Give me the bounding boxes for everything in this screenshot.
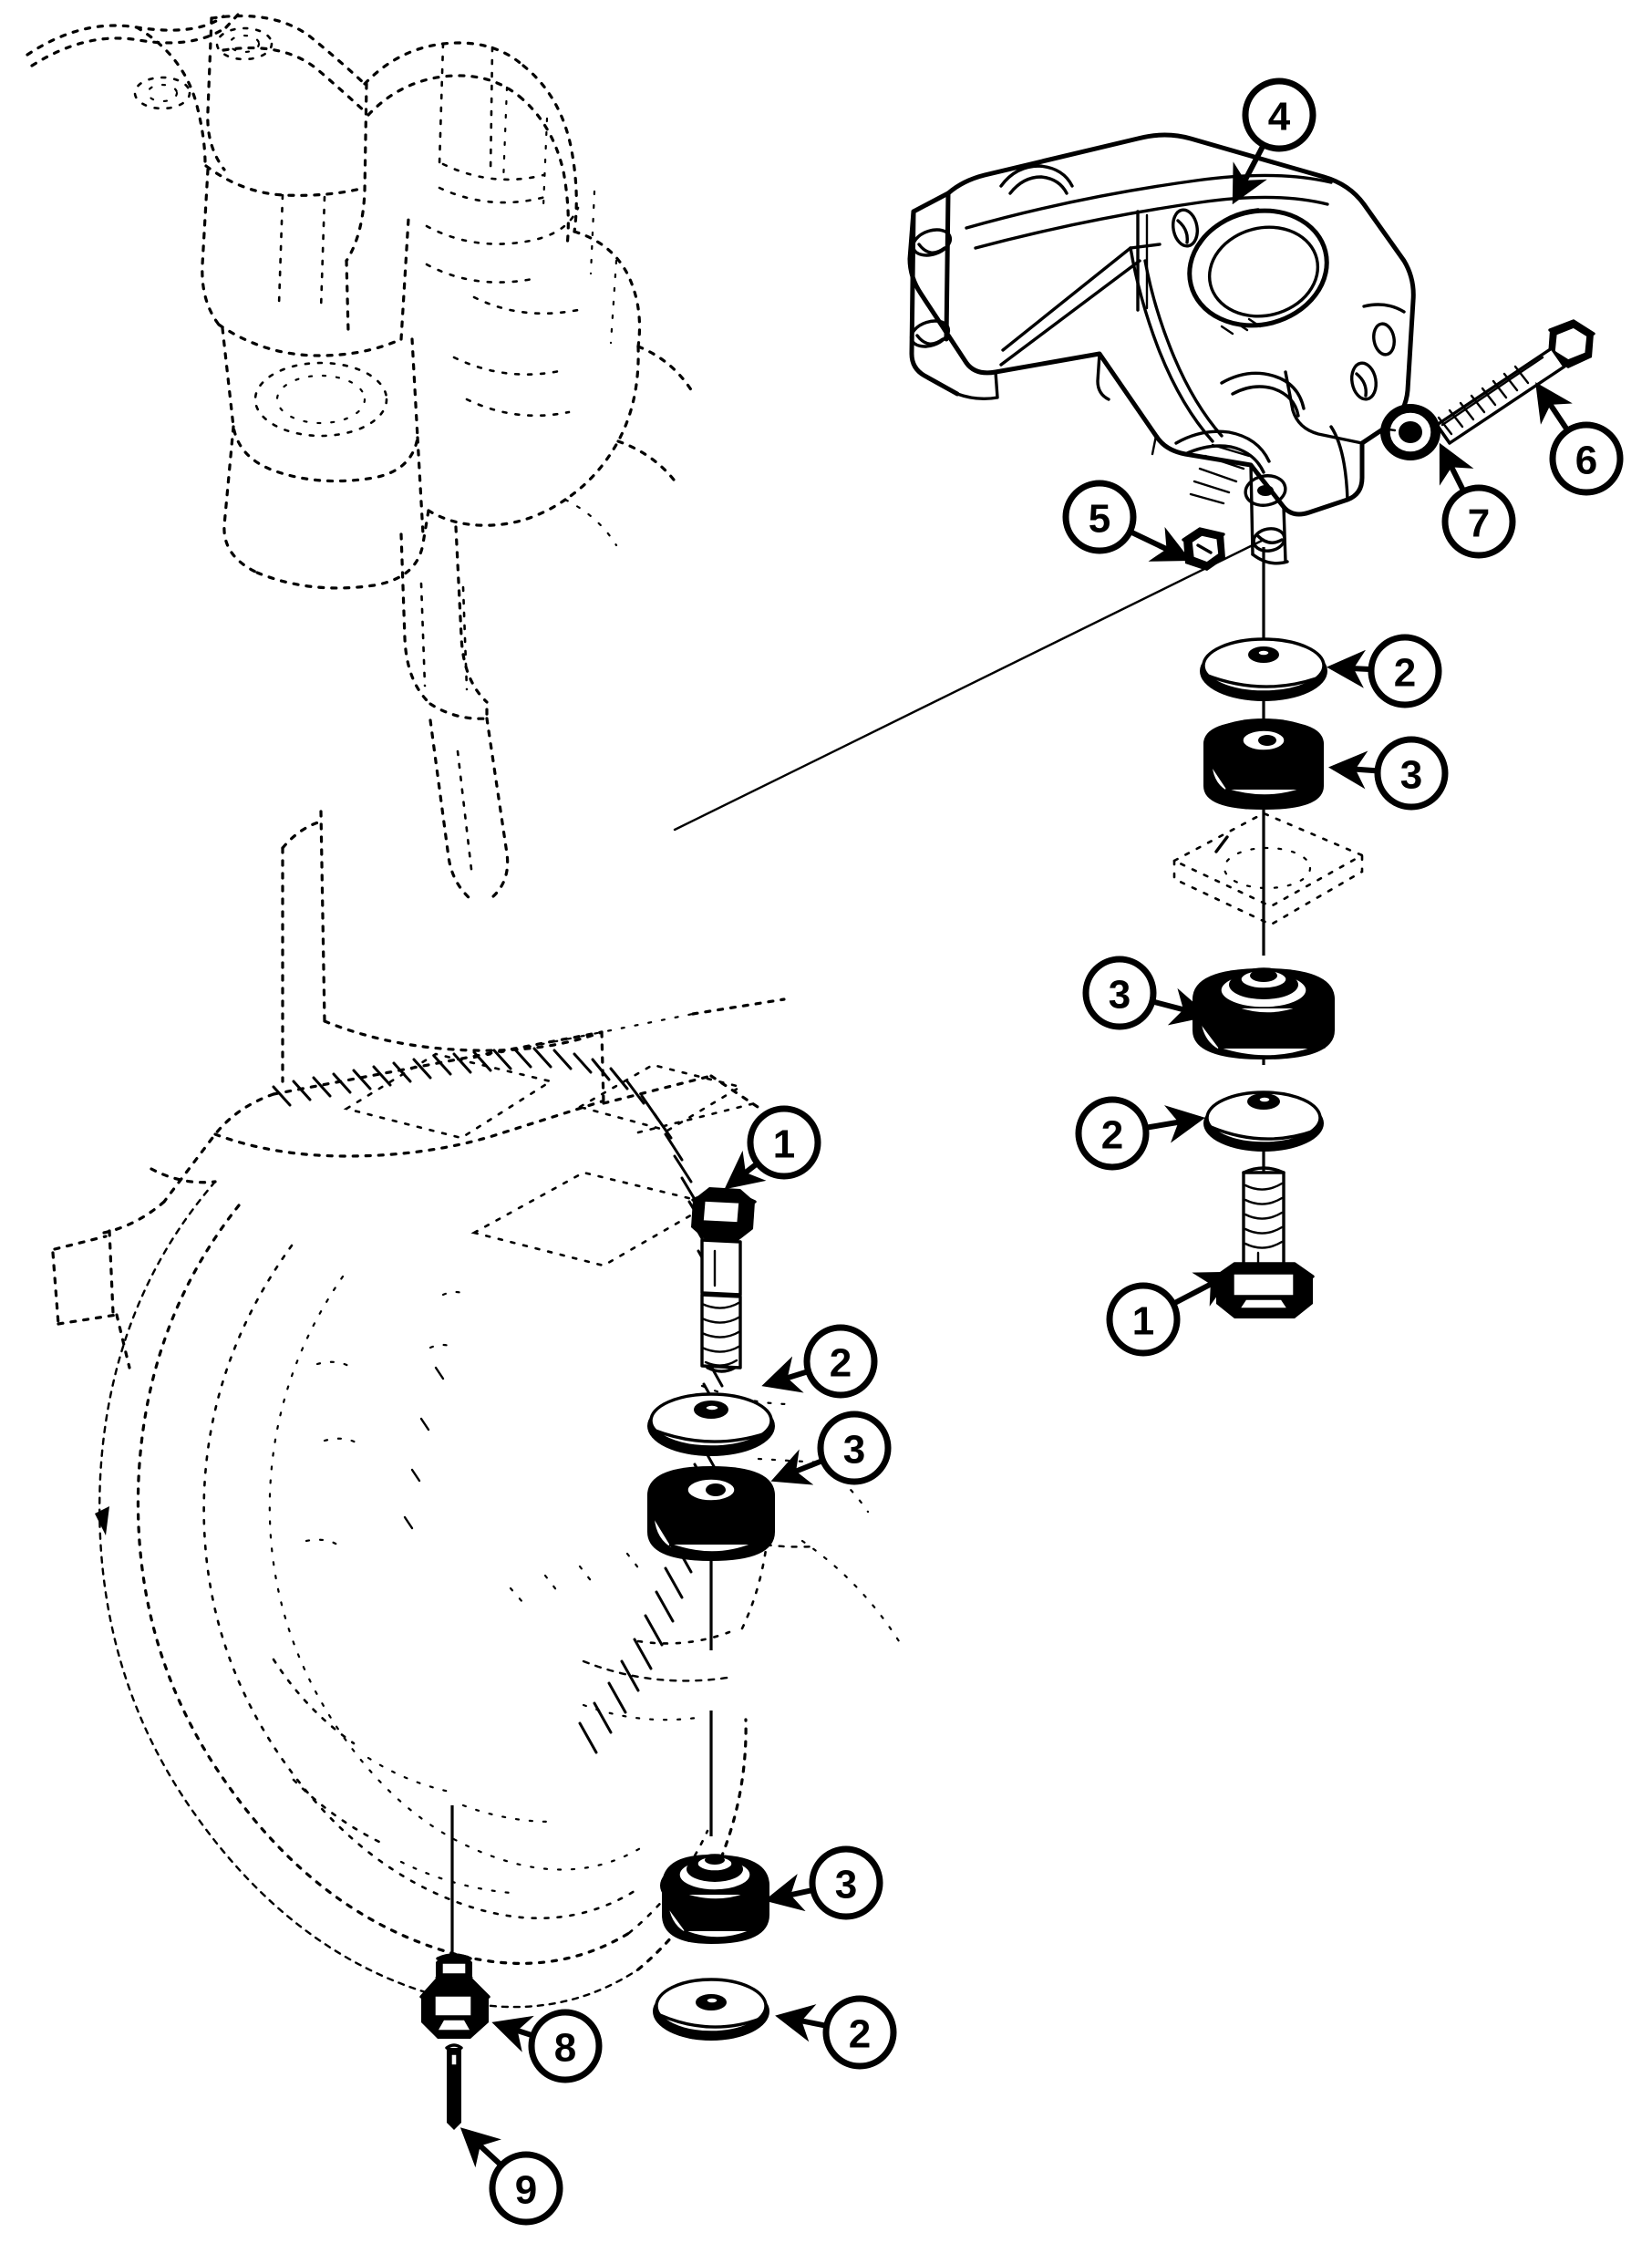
callout-number: 4 — [1268, 95, 1291, 140]
callout-number: 5 — [1089, 497, 1110, 542]
callout-leader — [1328, 750, 1379, 790]
callout-bubble[interactable] — [1082, 956, 1157, 1030]
mount-plate-phantom — [1172, 811, 1365, 926]
callout-leader — [1232, 143, 1267, 205]
callout-1-c10[interactable]: 1 — [724, 1105, 821, 1190]
callout-bubble[interactable] — [1368, 634, 1442, 708]
callout-bubble[interactable] — [747, 1105, 821, 1180]
callout-9-c16[interactable]: 9 — [459, 2127, 563, 2226]
rubber-mount-mid-right — [1193, 967, 1335, 1059]
callout-leader — [1144, 1105, 1205, 1143]
callout-number: 2 — [830, 1341, 852, 1386]
callout-bubble[interactable] — [817, 1411, 892, 1485]
callout-leader — [764, 1874, 814, 1912]
callout-bubble[interactable] — [822, 1995, 897, 2070]
washer-left-lower — [653, 1978, 769, 2041]
stud-bottom — [445, 2043, 463, 2130]
callout-number: 3 — [835, 1863, 857, 1907]
callout-1-c9[interactable]: 1 — [1106, 1271, 1235, 1357]
locknut-bottom — [419, 1805, 490, 2039]
callout-3-c7[interactable]: 3 — [1082, 956, 1210, 1030]
callout-leader — [770, 1449, 824, 1485]
callout-2-c8[interactable]: 2 — [1075, 1096, 1205, 1171]
callout-4-c1[interactable]: 4 — [1232, 78, 1316, 205]
callout-number: 2 — [1101, 1113, 1123, 1158]
callout-bubble[interactable] — [489, 2151, 563, 2226]
callout-bubble[interactable] — [1549, 421, 1624, 496]
callout-number: 9 — [515, 2168, 537, 2213]
callout-number: 1 — [1132, 1299, 1154, 1344]
callout-8-c15[interactable]: 8 — [491, 2009, 603, 2083]
washer-mid-right — [1203, 1090, 1324, 1152]
callout-leader — [1172, 1271, 1235, 1307]
callout-number: 3 — [1109, 973, 1131, 1018]
callout-leader — [491, 2015, 534, 2052]
callout-bubble[interactable] — [1075, 1096, 1150, 1171]
callout-3-c12[interactable]: 3 — [770, 1411, 892, 1485]
callout-3-c13[interactable]: 3 — [764, 1845, 883, 1920]
callout-number: 3 — [843, 1428, 865, 1473]
clutch-housing-phantom — [51, 810, 901, 2009]
callout-leader — [459, 2127, 503, 2168]
callout-5-c4[interactable]: 5 — [1062, 480, 1192, 562]
callout-7-c3[interactable]: 7 — [1439, 442, 1516, 559]
lock-nut — [673, 527, 1265, 832]
callout-2-c11[interactable]: 2 — [761, 1324, 878, 1399]
callout-leader — [1151, 987, 1210, 1026]
callout-leader — [1439, 442, 1474, 493]
callout-6-c2[interactable]: 6 — [1535, 382, 1624, 496]
rubber-mount-upper-right — [1203, 718, 1324, 810]
cap-screw-left — [691, 1187, 757, 1373]
callout-leader — [1327, 649, 1372, 688]
callout-bubble[interactable] — [803, 1324, 878, 1399]
callout-bubble[interactable] — [1374, 736, 1449, 811]
washer-left-upper — [647, 1392, 775, 1456]
callout-bubble[interactable] — [809, 1845, 883, 1920]
callout-number: 6 — [1575, 439, 1597, 483]
long-cap-screw — [1435, 319, 1595, 445]
callout-leader — [775, 2004, 828, 2042]
callout-number: 1 — [773, 1122, 795, 1167]
washer-upper-right — [1200, 637, 1327, 701]
callout-number: 7 — [1468, 501, 1490, 546]
callout-bubble[interactable] — [1106, 1282, 1181, 1357]
callout-2-c14[interactable]: 2 — [775, 1995, 897, 2070]
callout-leader — [761, 1356, 810, 1393]
engine-block-phantom — [26, 12, 697, 901]
callout-number: 2 — [1394, 651, 1416, 696]
flat-washer-small — [1380, 404, 1440, 460]
callout-bubble[interactable] — [1441, 484, 1516, 559]
callout-layer: 4 6 7 5 2 3 3 2 1 1 2 3 3 2 8 9 — [459, 78, 1624, 2226]
callout-leader — [1129, 526, 1192, 562]
callout-number: 2 — [849, 2012, 871, 2057]
callout-leader — [1535, 382, 1573, 432]
engine-support-bracket — [907, 132, 1416, 565]
callout-number: 3 — [1400, 753, 1422, 798]
callout-2-c5[interactable]: 2 — [1327, 634, 1442, 708]
callout-leader — [724, 1150, 767, 1190]
rubber-mount-left-lower — [660, 1854, 769, 1944]
callout-bubble[interactable] — [1062, 480, 1137, 554]
callout-bubble[interactable] — [528, 2009, 603, 2083]
callout-number: 8 — [554, 2026, 576, 2071]
rubber-mount-left-upper — [647, 1466, 775, 1561]
callout-3-c6[interactable]: 3 — [1328, 736, 1449, 811]
cap-screw-right — [1214, 1166, 1315, 1318]
callout-bubble[interactable] — [1242, 78, 1316, 152]
